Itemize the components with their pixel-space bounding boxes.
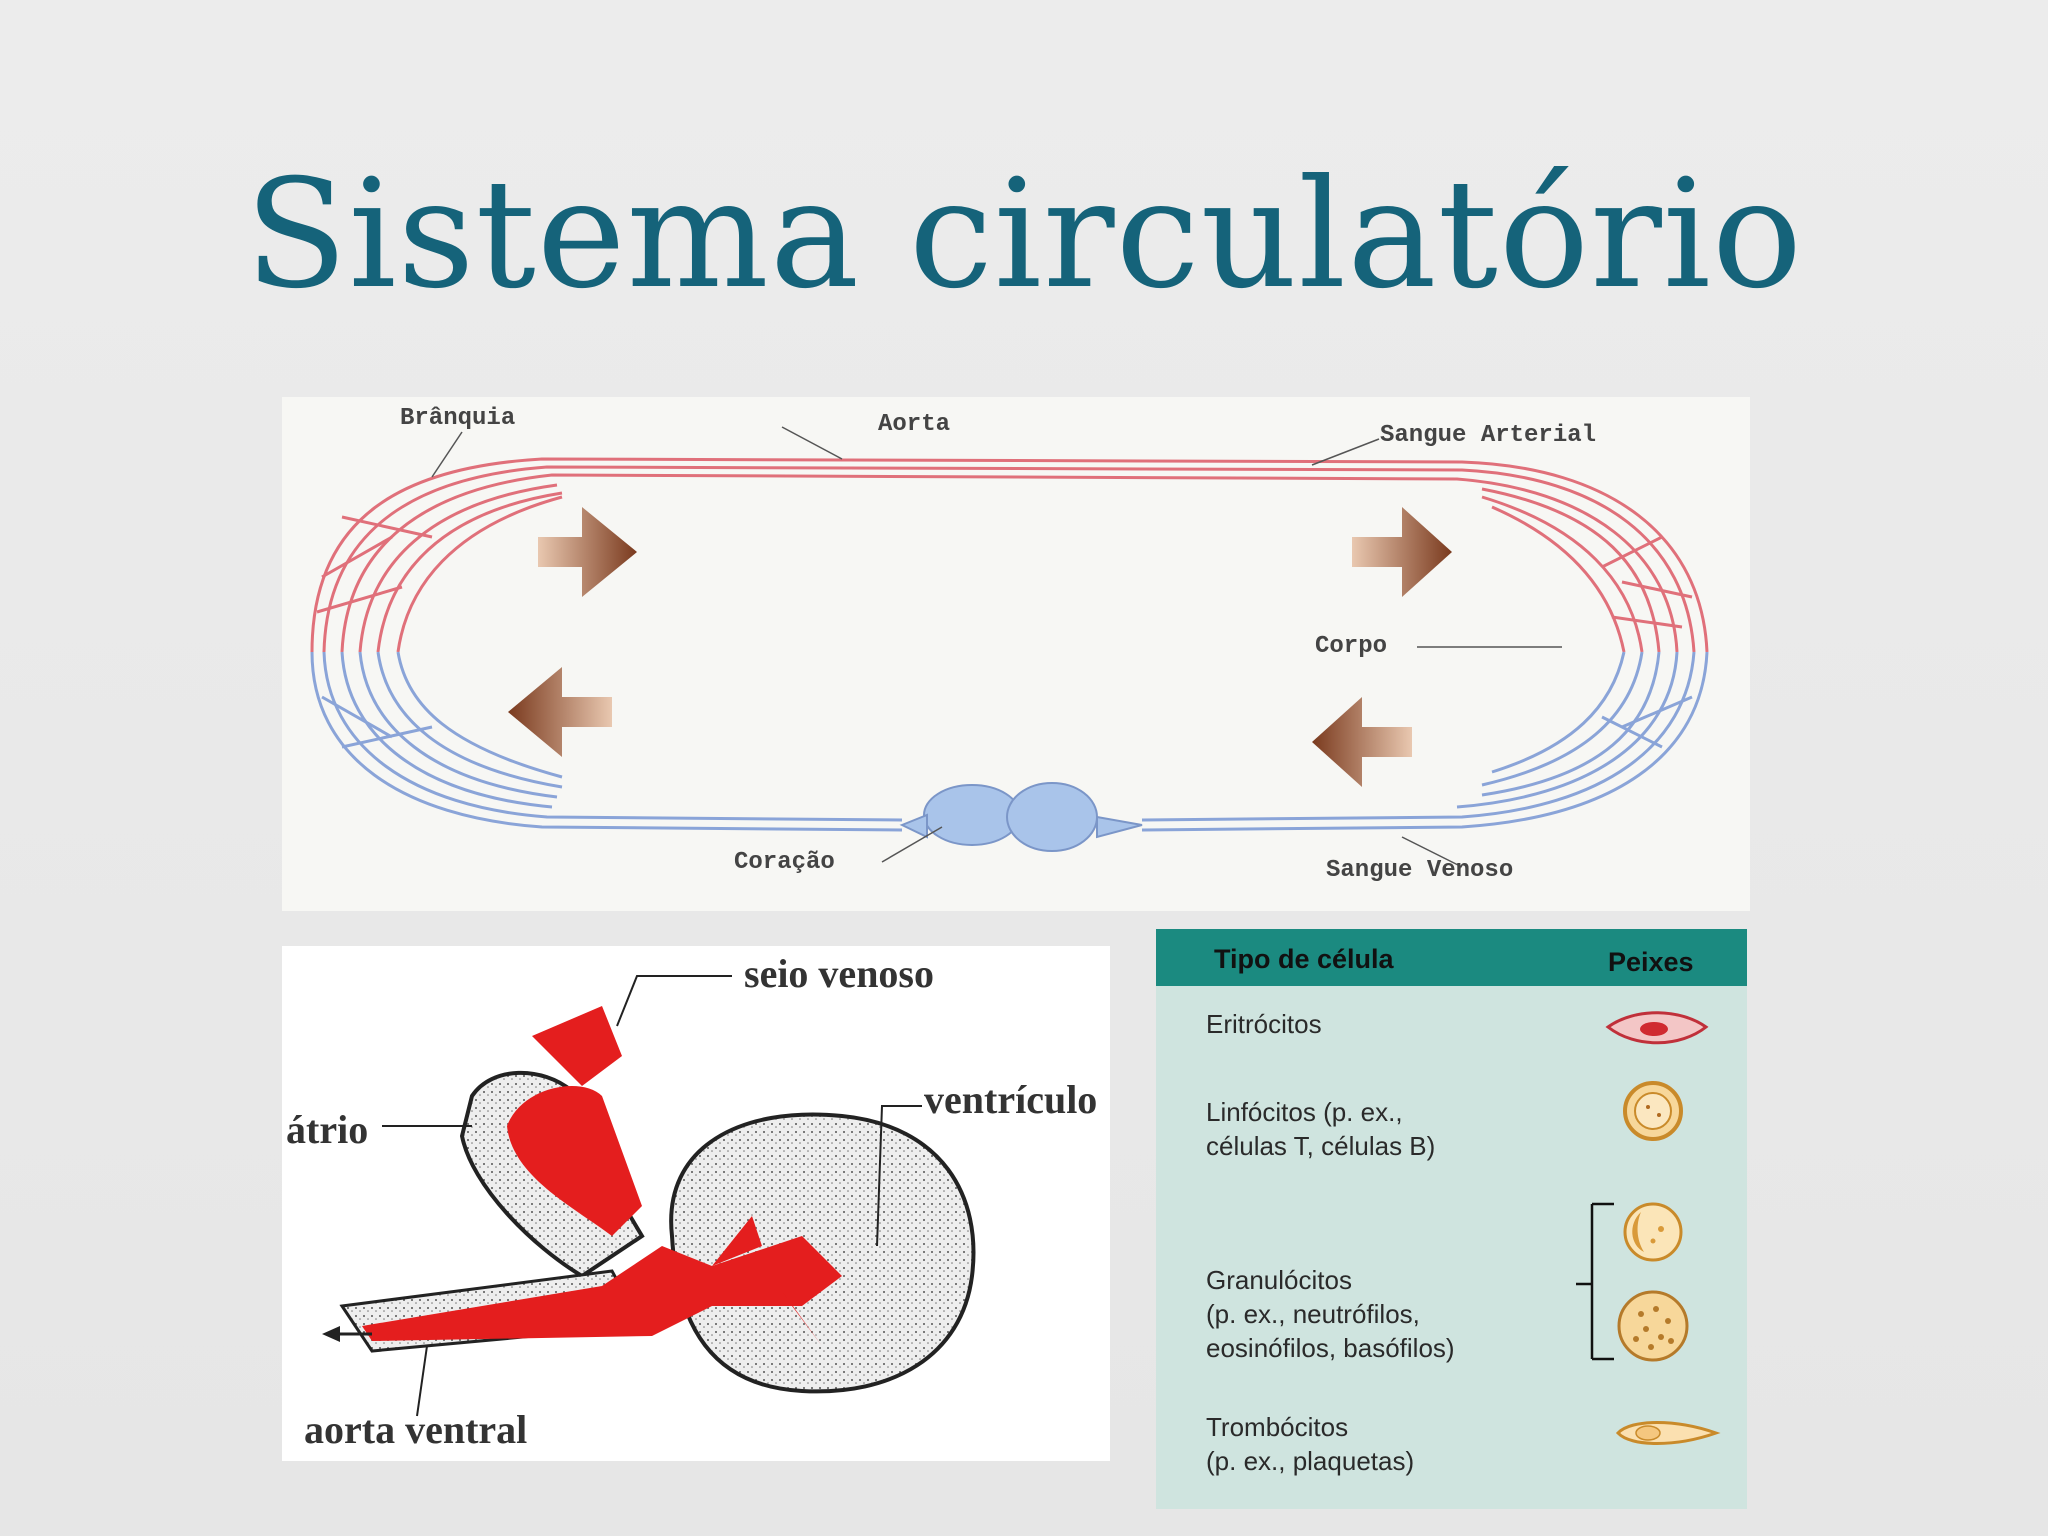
- table-row-linfocitos: Linfócitos (p. ex., células T, células B…: [1206, 1097, 1436, 1161]
- blood-cell-table: Tipo de célula Peixes Eritrócitos Linfóc…: [1156, 929, 1747, 1509]
- label-ventriculo: ventrículo: [924, 1077, 1098, 1122]
- slide-title: Sistema circulatório: [244, 148, 1804, 322]
- circulation-loop-diagram: Brânquia Aorta Sangue Arterial Corpo Cor…: [282, 397, 1750, 911]
- label-aorta-ventral: aorta ventral: [304, 1407, 528, 1452]
- label-sangue-venoso: Sangue Venoso: [1326, 857, 1514, 884]
- venous-vessels: [310, 651, 1709, 832]
- erythrocyte-icon: [1605, 1011, 1709, 1045]
- flow-arrow-top-right: [1352, 507, 1452, 597]
- table-header: Tipo de célula Peixes: [1156, 929, 1747, 986]
- ventricle-shape: [669, 1112, 976, 1394]
- fish-heart-graphic: [322, 975, 976, 1417]
- label-atrio: átrio: [286, 1107, 369, 1152]
- label-seio-venoso: seio venoso: [744, 951, 934, 996]
- flow-arrow-bottom-left: [508, 667, 612, 757]
- granulocyte-granular-icon: [1617, 1290, 1689, 1362]
- blood-fill: [362, 1006, 842, 1346]
- lymphocyte-icon: [1623, 1081, 1683, 1141]
- fish-heart-diagram: seio venoso átrio ventrículo aorta ventr…: [282, 946, 1110, 1461]
- label-corpo: Corpo: [1315, 633, 1388, 660]
- thrombocyte-icon: [1615, 1421, 1721, 1445]
- table-row-granulocitos: Granulócitos (p. ex., neutrófilos, eosin…: [1206, 1265, 1455, 1363]
- cell-illustrations: [1576, 1011, 1721, 1445]
- granulocyte-icon: [1623, 1202, 1683, 1262]
- flow-arrow-top-left: [538, 507, 637, 597]
- circulation-loop-graphic: [310, 426, 1709, 868]
- flow-arrow-bottom-right: [1312, 697, 1412, 787]
- table-row-eritrocitos: Eritrócitos: [1206, 1009, 1322, 1039]
- label-coracao: Coração: [734, 849, 835, 876]
- header-peixes: Peixes: [1608, 947, 1694, 977]
- heart-shape: [899, 782, 1143, 852]
- label-sangue-arterial: Sangue Arterial: [1380, 422, 1597, 449]
- label-aorta: Aorta: [878, 411, 951, 438]
- table-row-trombocitos: Trombócitos (p. ex., plaquetas): [1206, 1412, 1415, 1476]
- arterial-vessels: [310, 457, 1709, 653]
- header-cell-type: Tipo de célula: [1214, 944, 1394, 974]
- label-branquia: Brânquia: [400, 405, 516, 432]
